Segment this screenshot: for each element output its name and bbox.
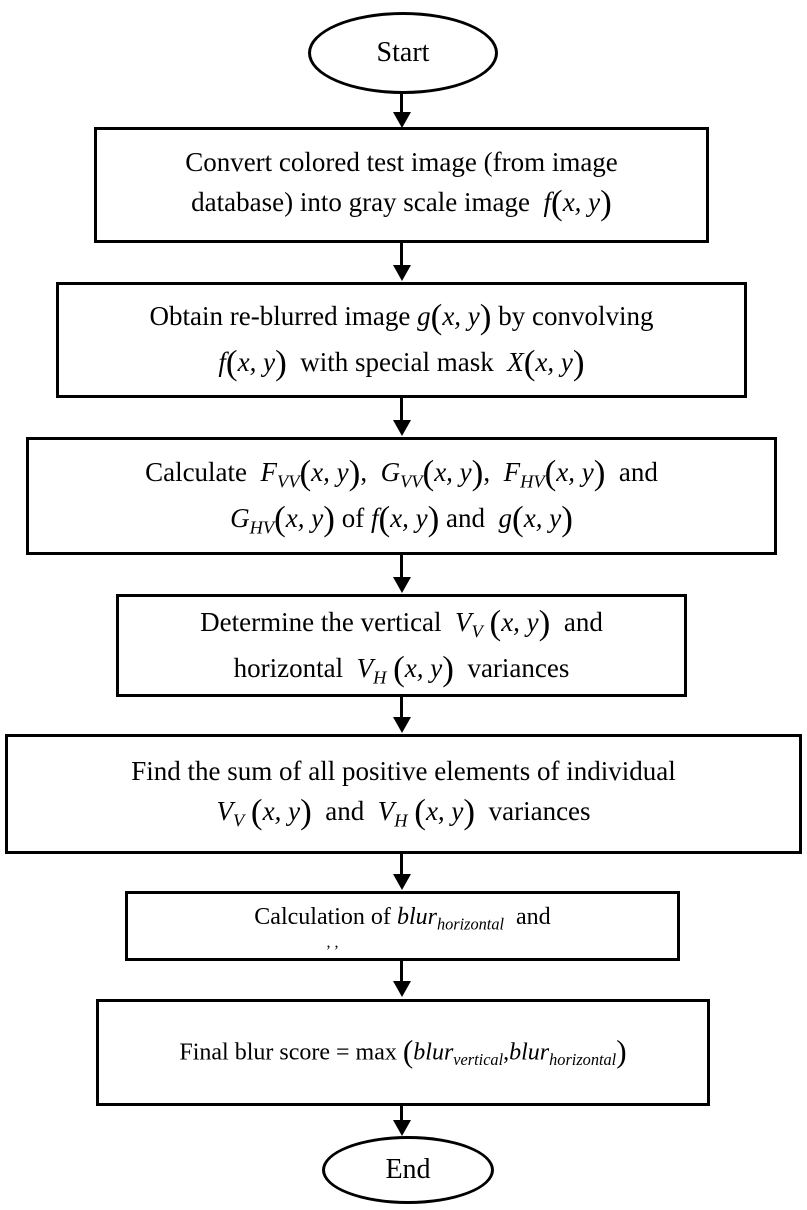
- step-sum-positive-elements: Find the sum of all positive elements of…: [5, 734, 802, 854]
- step2-line2: f(x, y) with special mask X(x, y): [218, 343, 585, 382]
- start-label: Start: [376, 36, 430, 68]
- step3-line1: Calculate FVV(x, y), GVV(x, y), FHV(x, y…: [145, 453, 658, 493]
- step5-line1: Find the sum of all positive elements of…: [131, 755, 676, 786]
- step-determine-variances: Determine the vertical VV (x, y) and hor…: [116, 594, 687, 697]
- end-terminal: End: [322, 1136, 494, 1204]
- step5-line2: VV (x, y) and VH (x, y) variances: [216, 791, 591, 831]
- end-label: End: [385, 1153, 431, 1185]
- step4-line1: Determine the vertical VV (x, y) and: [200, 602, 603, 642]
- step-reblur-image: Obtain re-blurred image g(x, y) by convo…: [56, 282, 747, 398]
- step4-line2: horizontal VH (x, y) variances: [233, 648, 570, 688]
- start-terminal: Start: [308, 12, 498, 94]
- step-calculate-blur: Calculation of blurhorizontal and , ,: [125, 891, 680, 961]
- step2-line1: Obtain re-blurred image g(x, y) by convo…: [149, 297, 654, 337]
- step-calculate-fg: Calculate FVV(x, y), GVV(x, y), FHV(x, y…: [26, 437, 777, 555]
- step6-residue-marks: , ,: [326, 933, 339, 951]
- step1-line2: database) into gray scale image f(x, y): [191, 182, 612, 222]
- step1-line1: Convert colored test image (from image: [185, 146, 618, 177]
- step3-line2: GHV(x, y) of f(x, y) and g(x, y): [230, 499, 573, 538]
- step6-line1: Calculation of blurhorizontal and: [254, 904, 551, 934]
- step7-line1: Final blur score = max (blurvertical,blu…: [179, 1034, 627, 1070]
- step-final-blur-score: Final blur score = max (blurvertical,blu…: [96, 999, 710, 1106]
- step-convert-grayscale: Convert colored test image (from image d…: [94, 127, 709, 243]
